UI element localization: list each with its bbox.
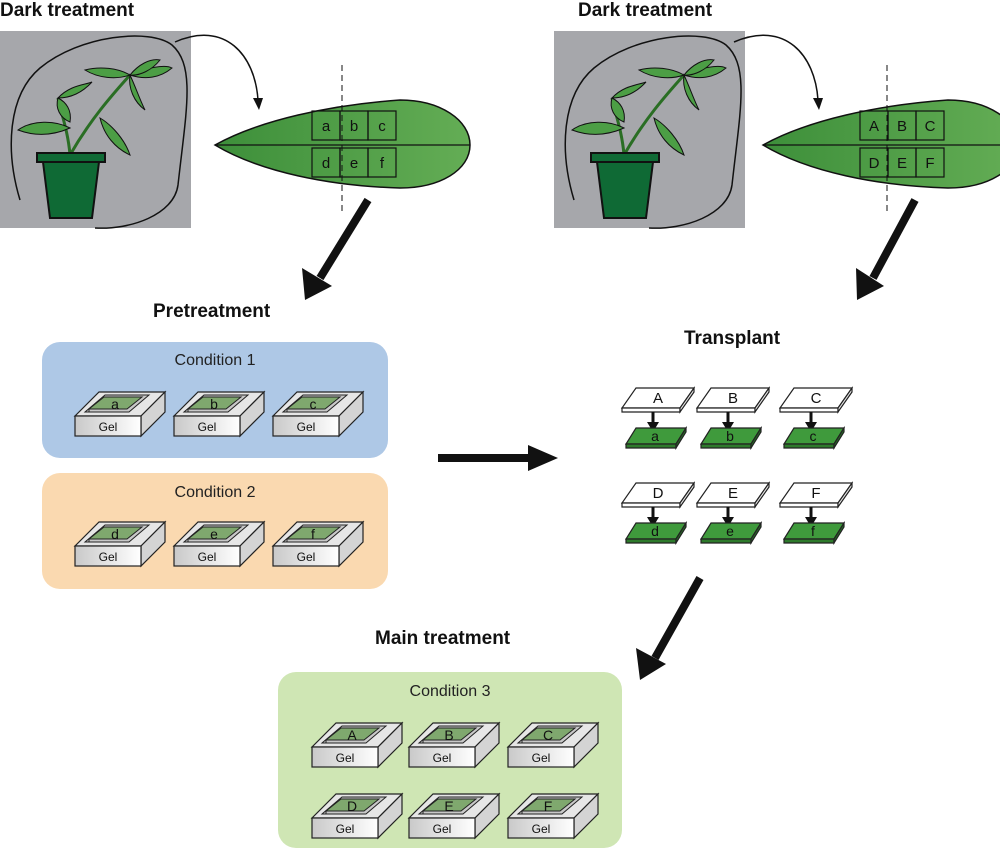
leaf-right-cell-E: E <box>897 155 907 172</box>
arrow-leaf-to-pretreatment <box>316 197 372 281</box>
transplant-top-label: A <box>653 390 663 407</box>
plant-scene-left <box>0 29 193 230</box>
gel-label: Gel <box>297 420 316 434</box>
gel-label: Gel <box>336 822 355 836</box>
transplant-bottom-label: f <box>811 523 815 539</box>
sample-label: A <box>347 727 357 743</box>
gel-label: Gel <box>99 550 118 564</box>
transplant-pair-F: Ff <box>778 481 854 546</box>
gel-label: Gel <box>198 550 217 564</box>
transplant-pair-E: Ee <box>695 481 771 546</box>
transplant-bottom-label: c <box>810 428 817 444</box>
transplant-bottom-label: d <box>651 523 659 539</box>
main-treatment-title: Main treatment <box>375 628 511 649</box>
leaf-left-cell-f: f <box>380 155 385 172</box>
sample-label: f <box>311 526 315 542</box>
transplant-pair-A: Aa <box>620 386 696 451</box>
gel-dish-A: A Gel <box>310 721 404 769</box>
leaf-right-cell-A: A <box>869 118 879 135</box>
gel-label: Gel <box>532 822 551 836</box>
gel-dish-D: D Gel <box>310 792 404 840</box>
gel-label: Gel <box>433 751 452 765</box>
plant-scene-right <box>552 29 747 230</box>
arrow-leaf-to-transplant <box>869 198 919 280</box>
transplant-top-label: D <box>653 485 664 502</box>
arrow-transplant-to-main <box>651 576 704 660</box>
sample-label: D <box>347 798 357 814</box>
sample-label: c <box>310 396 317 412</box>
sample-label: e <box>210 526 218 542</box>
transplant-top-label: E <box>728 485 738 502</box>
gel-label: Gel <box>532 751 551 765</box>
leaf-right-cell-D: D <box>869 155 880 172</box>
condition1-label: Condition 1 <box>174 352 256 369</box>
sample-label: a <box>111 396 119 412</box>
sample-label: E <box>444 798 453 814</box>
sample-label: d <box>111 526 119 542</box>
leaf-right <box>762 65 1000 215</box>
gel-dish-F: F Gel <box>506 792 600 840</box>
gel-label: Gel <box>198 420 217 434</box>
transplant-top-label: F <box>811 485 820 502</box>
gel-dish-C: C Gel <box>506 721 600 769</box>
condition3-label: Condition 3 <box>409 683 491 700</box>
curved-arrow-right <box>733 34 819 101</box>
leaf-left-cell-b: b <box>350 118 358 135</box>
gel-dish-B: B Gel <box>407 721 501 769</box>
leaf-left-cell-a: a <box>322 118 331 135</box>
sample-label: F <box>544 798 553 814</box>
transplant-bottom-label: b <box>726 428 734 444</box>
transplant-bottom-label: a <box>651 428 659 444</box>
dark-treatment-left-title: Dark treatment <box>0 0 135 21</box>
transplant-title: Transplant <box>684 328 781 349</box>
leaf-right-cell-F: F <box>925 155 934 172</box>
sample-label: C <box>543 727 553 743</box>
gel-dish-E: E Gel <box>407 792 501 840</box>
curved-arrow-left <box>174 34 259 101</box>
pretreatment-title: Pretreatment <box>153 301 271 322</box>
transplant-top-label: C <box>811 390 822 407</box>
dark-treatment-right-title: Dark treatment <box>578 0 713 21</box>
transplant-pair-D: Dd <box>620 481 696 546</box>
gel-label: Gel <box>336 751 355 765</box>
transplant-pair-C: Cc <box>778 386 854 451</box>
leaf-left-cell-c: c <box>378 118 386 135</box>
leaf-left-cell-e: e <box>350 155 358 172</box>
sample-label: B <box>444 727 453 743</box>
leaf-left-cell-d: d <box>322 155 330 172</box>
transplant-bottom-label: e <box>726 523 734 539</box>
leaf-right-cell-B: B <box>897 118 907 135</box>
sample-label: b <box>210 396 218 412</box>
gel-label: Gel <box>297 550 316 564</box>
transplant-top-label: B <box>728 390 738 407</box>
leaf-right-cell-C: C <box>925 118 936 135</box>
transplant-pair-B: Bb <box>695 386 771 451</box>
condition2-label: Condition 2 <box>174 484 256 501</box>
gel-label: Gel <box>99 420 118 434</box>
gel-label: Gel <box>433 822 452 836</box>
leaf-left <box>214 65 471 215</box>
